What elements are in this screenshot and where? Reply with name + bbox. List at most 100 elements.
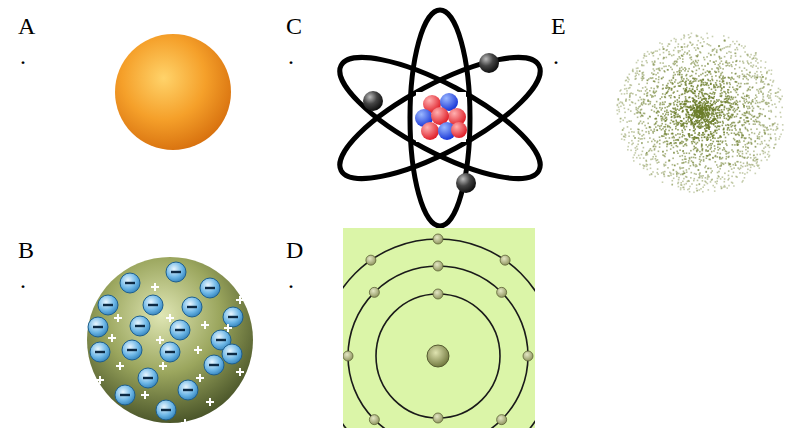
cloud-dot [731, 97, 733, 99]
cloud-dot [694, 132, 696, 134]
cloud-dot [709, 107, 711, 109]
cloud-dot [709, 71, 711, 73]
cloud-dot [668, 105, 670, 107]
cloud-dot [684, 93, 686, 95]
cloud-dot [695, 100, 697, 102]
cloud-dot [706, 157, 708, 159]
cloud-dot [723, 40, 725, 42]
cloud-dot [757, 138, 759, 140]
cloud-dot [707, 115, 709, 117]
cloud-dot [710, 83, 712, 85]
cloud-dot [755, 103, 757, 105]
cloud-dot [637, 90, 639, 92]
cloud-dot [740, 162, 742, 164]
cloud-dot [756, 77, 758, 79]
cloud-dot [710, 134, 712, 136]
cloud-dot [659, 54, 661, 56]
cloud-dot [628, 120, 630, 122]
cloud-dot [759, 113, 761, 115]
plus-symbol [201, 321, 209, 329]
cloud-dot [671, 55, 673, 57]
cloud-dot [673, 54, 675, 56]
cloud-dot [682, 123, 684, 125]
electron-symbol [156, 400, 176, 420]
cloud-dot [699, 159, 701, 161]
cloud-dot [695, 103, 697, 105]
cloud-dot [655, 50, 657, 52]
cloud-dot [717, 67, 719, 69]
cloud-dot [750, 54, 752, 56]
cloud-dot [727, 102, 729, 104]
cloud-dot [734, 43, 736, 45]
cloud-dot [701, 137, 703, 139]
cloud-dot [720, 121, 722, 123]
cloud-dot [677, 116, 679, 118]
cloud-dot [744, 51, 746, 53]
cloud-dot [703, 98, 705, 100]
cloud-dot [692, 92, 694, 94]
cloud-dot [767, 84, 769, 86]
cloud-dot [682, 181, 684, 183]
cloud-dot [751, 139, 753, 141]
cloud-dot [621, 138, 623, 140]
cloud-dot [734, 111, 736, 113]
cloud-dot [639, 164, 641, 166]
cloud-dot [737, 144, 739, 146]
cloud-dot [725, 98, 727, 100]
cloud-dot [693, 138, 695, 140]
cloud-dot [667, 69, 669, 71]
cloud-dot [731, 117, 733, 119]
cloud-dot [714, 138, 716, 140]
cloud-dot [701, 83, 703, 85]
cloud-dot [747, 165, 749, 167]
cloud-dot [643, 168, 645, 170]
cloud-dot [640, 90, 642, 92]
cloud-dot [685, 183, 687, 185]
cloud-dot [693, 93, 695, 95]
cloud-dot [700, 113, 702, 115]
cloud-dot [696, 106, 698, 108]
cloud-dot [697, 180, 699, 182]
cloud-dot [753, 57, 755, 59]
cloud-dot [737, 155, 739, 157]
cloud-dot [707, 176, 709, 178]
plus-symbol [114, 314, 122, 322]
cloud-dot [719, 157, 721, 159]
cloud-dot [661, 136, 663, 138]
cloud-dot [678, 70, 680, 72]
cloud-dot [668, 65, 670, 67]
cloud-dot [688, 79, 690, 81]
cloud-dot [673, 178, 675, 180]
cloud-dot [708, 159, 710, 161]
cloud-dot [654, 104, 656, 106]
cloud-dot [739, 151, 741, 153]
cloud-dot [688, 117, 690, 119]
cloud-dot [765, 104, 767, 106]
cloud-dot [720, 50, 722, 52]
cloud-dot [682, 93, 684, 95]
cloud-dot [760, 60, 762, 62]
cloud-dot [666, 140, 668, 142]
plus-symbol [194, 346, 202, 354]
cloud-dot [697, 190, 699, 192]
cloud-dot [770, 93, 772, 95]
cloud-dot [715, 122, 717, 124]
cloud-dot [688, 180, 690, 182]
cloud-dot [735, 134, 737, 136]
cloud-dot [728, 112, 730, 114]
cloud-dot [744, 102, 746, 104]
cloud-dot [642, 104, 644, 106]
cloud-dot [727, 115, 729, 117]
cloud-dot [707, 94, 709, 96]
cloud-dot [678, 186, 680, 188]
cloud-dot [750, 138, 752, 140]
cloud-dot [695, 55, 697, 57]
cloud-dot [698, 98, 700, 100]
cloud-dot [716, 51, 718, 53]
cloud-dot [754, 141, 756, 143]
cloud-dot [729, 129, 731, 131]
cloud-dot [730, 44, 732, 46]
cloud-dot [689, 88, 691, 90]
cloud-dot [768, 102, 770, 104]
cloud-dot [628, 135, 630, 137]
